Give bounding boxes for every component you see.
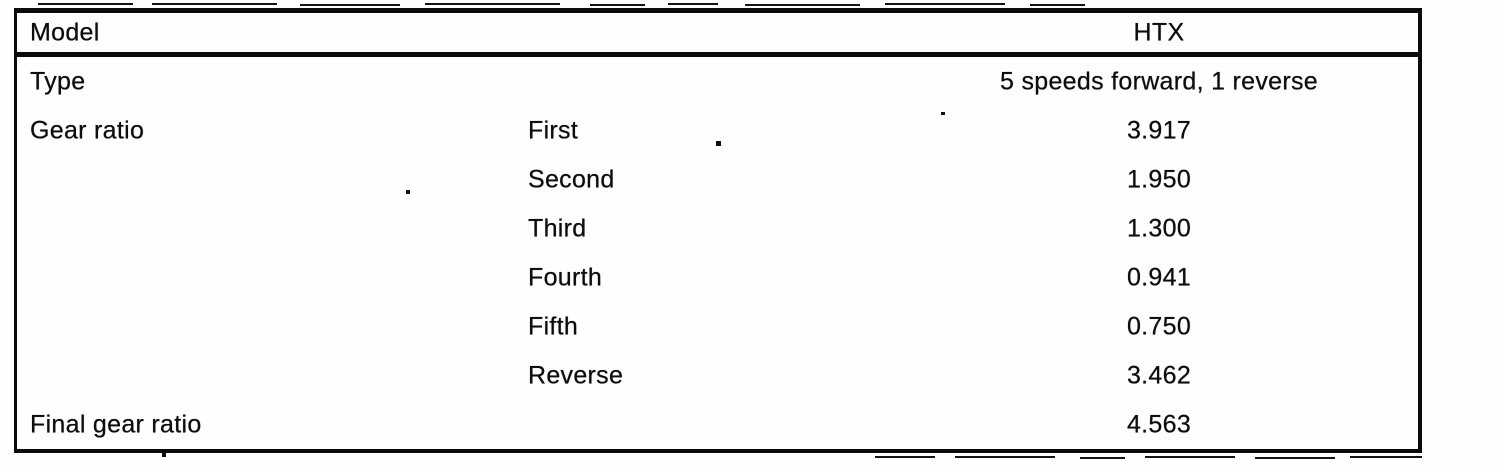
scan-noise-dash — [1030, 4, 1085, 6]
table-body: Type 5 speeds forward, 1 reverse Gear ra… — [17, 57, 1418, 449]
table-row-gear-fourth: Fourth 0.941 — [17, 253, 1418, 302]
scan-noise-dash — [1080, 457, 1125, 459]
header-model-value: HTX — [1133, 18, 1185, 46]
table-header-row: Model HTX — [17, 13, 1418, 57]
row-value: 3.462 — [1126, 361, 1192, 389]
row-gear: Second — [528, 165, 615, 193]
scan-speck — [716, 141, 721, 146]
scan-noise-dash — [745, 4, 860, 6]
header-model-label: Model — [30, 18, 100, 46]
scan-noise-dash — [590, 4, 645, 6]
table-row-gear-fifth: Fifth 0.750 — [17, 302, 1418, 351]
scan-speck — [406, 190, 410, 194]
scan-noise-dash — [1145, 456, 1235, 458]
scan-noise-dash — [300, 4, 400, 6]
scan-noise-dash — [1350, 456, 1422, 458]
row-value: 0.750 — [1126, 312, 1192, 340]
table-row-final-gear-ratio: Final gear ratio 4.563 — [17, 400, 1418, 449]
row-label: Final gear ratio — [30, 410, 202, 438]
row-gear: Third — [528, 214, 587, 242]
scan-speck — [941, 112, 945, 115]
table-row-type: Type 5 speeds forward, 1 reverse — [17, 57, 1418, 106]
row-value: 3.917 — [1126, 116, 1192, 144]
row-value: 1.950 — [1126, 165, 1192, 193]
row-label: Gear ratio — [30, 116, 145, 144]
scan-noise-dash — [38, 3, 133, 5]
row-value: 1.300 — [1126, 214, 1192, 242]
scan-noise-dash — [668, 3, 718, 5]
row-value: 5 speeds forward, 1 reverse — [1000, 67, 1318, 95]
table-row-gear-third: Third 1.300 — [17, 204, 1418, 253]
row-gear: Fourth — [528, 263, 603, 291]
scan-noise-dash — [1255, 457, 1335, 459]
transmission-spec-table: Model HTX Type 5 speeds forward, 1 rever… — [14, 8, 1422, 453]
scan-noise-dash — [875, 456, 935, 458]
row-gear: Reverse — [528, 361, 624, 389]
table-row-gear-first: Gear ratio First 3.917 — [17, 106, 1418, 155]
scan-noise-dash — [955, 456, 1055, 458]
scan-noise-dash — [425, 3, 560, 5]
scan-speck — [162, 453, 166, 457]
row-value: 0.941 — [1126, 263, 1192, 291]
scan-noise-dash — [152, 3, 277, 5]
table-row-gear-reverse: Reverse 3.462 — [17, 351, 1418, 400]
row-label: Type — [30, 67, 86, 95]
row-value: 4.563 — [1126, 410, 1192, 438]
row-gear: Fifth — [528, 312, 579, 340]
scan-noise-dash — [885, 3, 1005, 5]
table-row-gear-second: Second 1.950 — [17, 155, 1418, 204]
row-gear: First — [528, 116, 579, 144]
